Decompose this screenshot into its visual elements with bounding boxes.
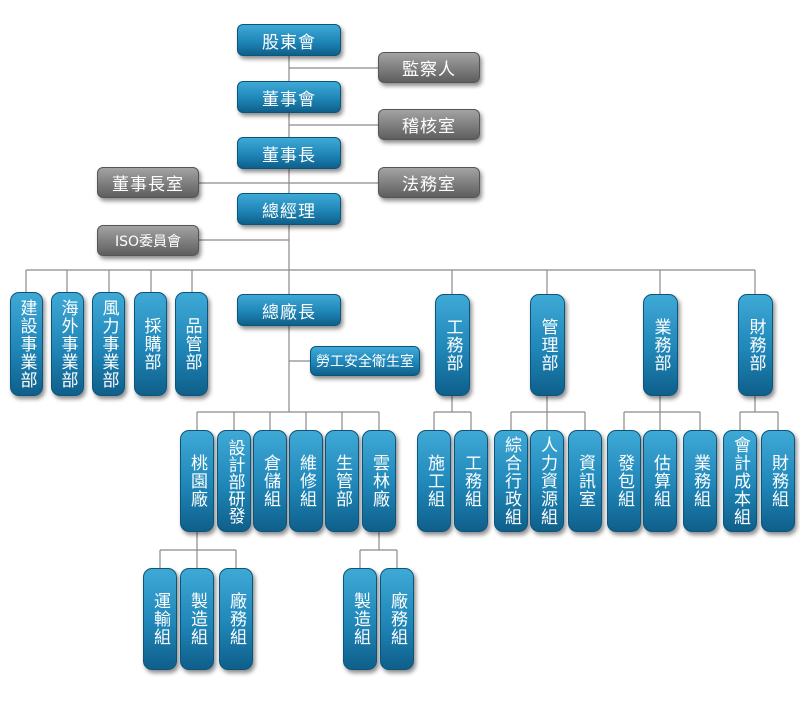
shareholders-box: 股東會 xyxy=(237,24,341,56)
management-admin-group: 綜合行政組 xyxy=(494,430,528,532)
dept-procurement: 採購部 xyxy=(134,292,167,396)
yunlin-manufacturing-label: 製造組 xyxy=(350,592,370,646)
business-contracting-label: 發包組 xyxy=(614,454,634,508)
dept-quality-control: 品管部 xyxy=(175,292,208,396)
business-contracting-group: 發包組 xyxy=(607,430,641,532)
general-manager-label: 總經理 xyxy=(262,201,316,222)
dept-management-label: 管理部 xyxy=(537,318,558,372)
dept-business: 業務部 xyxy=(643,294,678,396)
taoyuan-plant-label: 桃園廠 xyxy=(187,454,207,508)
dept-construction-label: 建設事業部 xyxy=(16,299,37,389)
dept-construction: 建設事業部 xyxy=(10,292,43,396)
iso-committee-box: ISO委員會 xyxy=(97,225,199,256)
management-admin-label: 綜合行政組 xyxy=(501,436,521,526)
management-it-office: 資訊室 xyxy=(568,430,602,532)
plant-director-box: 總廠長 xyxy=(237,294,341,326)
legal-office-box: 法務室 xyxy=(378,167,480,198)
production-mgmt-box: 生管部 xyxy=(325,430,359,532)
taoyuan-plant-affairs-label: 廠務組 xyxy=(226,592,246,646)
design-rd-box: 設計部 研發 xyxy=(217,430,251,532)
taoyuan-plant-affairs-group: 廠務組 xyxy=(219,568,253,670)
engineering-construction-label: 施工組 xyxy=(424,454,444,508)
dept-engineering-label: 工務部 xyxy=(442,318,463,372)
taoyuan-manufacturing-label: 製造組 xyxy=(187,592,207,646)
dept-engineering: 工務部 xyxy=(435,294,470,396)
warehouse-label: 倉儲組 xyxy=(260,454,280,508)
board-label: 董事會 xyxy=(262,89,316,110)
business-estimation-label: 估算組 xyxy=(650,454,670,508)
finance-treasury-label: 財務組 xyxy=(768,454,788,508)
design-dept-label: 設計部 xyxy=(224,438,245,490)
management-hr-group: 人力資源組 xyxy=(530,430,564,532)
management-it-label: 資訊室 xyxy=(575,454,595,508)
dept-quality-control-label: 品管部 xyxy=(181,317,202,371)
board-box: 董事會 xyxy=(237,81,341,113)
finance-treasury-group: 財務組 xyxy=(761,430,795,532)
yunlin-manufacturing-group: 製造組 xyxy=(343,568,377,670)
dept-wind-power: 風力事業部 xyxy=(92,292,125,396)
dept-wind-power-label: 風力事業部 xyxy=(98,299,119,389)
engineering-construction-group: 施工組 xyxy=(417,430,451,532)
dept-finance: 財務部 xyxy=(738,294,773,396)
chairman-office-box: 董事長室 xyxy=(97,167,199,198)
finance-accounting-group: 會計成本組 xyxy=(723,430,757,532)
taoyuan-plant-box: 桃園廠 xyxy=(180,430,214,532)
iso-committee-label: ISO委員會 xyxy=(114,233,182,250)
dept-finance-label: 財務部 xyxy=(745,318,766,372)
management-hr-label: 人力資源組 xyxy=(537,436,557,526)
dept-overseas: 海外事業部 xyxy=(51,292,84,396)
chairman-box: 董事長 xyxy=(237,137,341,169)
audit-office-label: 稽核室 xyxy=(402,117,456,137)
yunlin-plant-affairs-label: 廠務組 xyxy=(387,592,407,646)
chairman-label: 董事長 xyxy=(262,145,316,166)
rd-label: 研發 xyxy=(224,489,245,524)
taoyuan-transport-label: 運輸組 xyxy=(150,592,170,646)
chairman-office-label: 董事長室 xyxy=(112,175,184,195)
dept-management: 管理部 xyxy=(530,294,565,396)
business-sales-label: 業務組 xyxy=(690,454,710,508)
dept-business-label: 業務部 xyxy=(650,318,671,372)
engineering-works-group: 工務組 xyxy=(454,430,488,532)
engineering-works-label: 工務組 xyxy=(461,454,481,508)
dept-procurement-label: 採購部 xyxy=(140,317,161,371)
audit-office-box: 稽核室 xyxy=(378,109,480,140)
taoyuan-transport-group: 運輸組 xyxy=(143,568,177,670)
production-mgmt-label: 生管部 xyxy=(332,454,352,508)
supervisor-box: 監察人 xyxy=(378,52,480,83)
yunlin-plant-affairs-group: 廠務組 xyxy=(380,568,414,670)
taoyuan-manufacturing-group: 製造組 xyxy=(180,568,214,670)
business-estimation-group: 估算組 xyxy=(643,430,677,532)
safety-office-label: 勞工安全衛生室 xyxy=(316,354,414,370)
yunlin-plant-box: 雲林廠 xyxy=(362,430,396,532)
shareholders-label: 股東會 xyxy=(262,32,316,53)
plant-director-label: 總廠長 xyxy=(262,302,316,323)
legal-office-label: 法務室 xyxy=(402,175,456,195)
yunlin-plant-label: 雲林廠 xyxy=(369,454,389,508)
business-sales-group: 業務組 xyxy=(683,430,717,532)
maintenance-label: 維修組 xyxy=(296,454,316,508)
warehouse-box: 倉儲組 xyxy=(253,430,287,532)
maintenance-box: 維修組 xyxy=(289,430,323,532)
safety-office-box: 勞工安全衛生室 xyxy=(310,346,420,376)
supervisor-label: 監察人 xyxy=(402,60,456,80)
general-manager-box: 總經理 xyxy=(237,193,341,225)
finance-accounting-label: 會計成本組 xyxy=(730,436,750,526)
dept-overseas-label: 海外事業部 xyxy=(57,299,78,389)
